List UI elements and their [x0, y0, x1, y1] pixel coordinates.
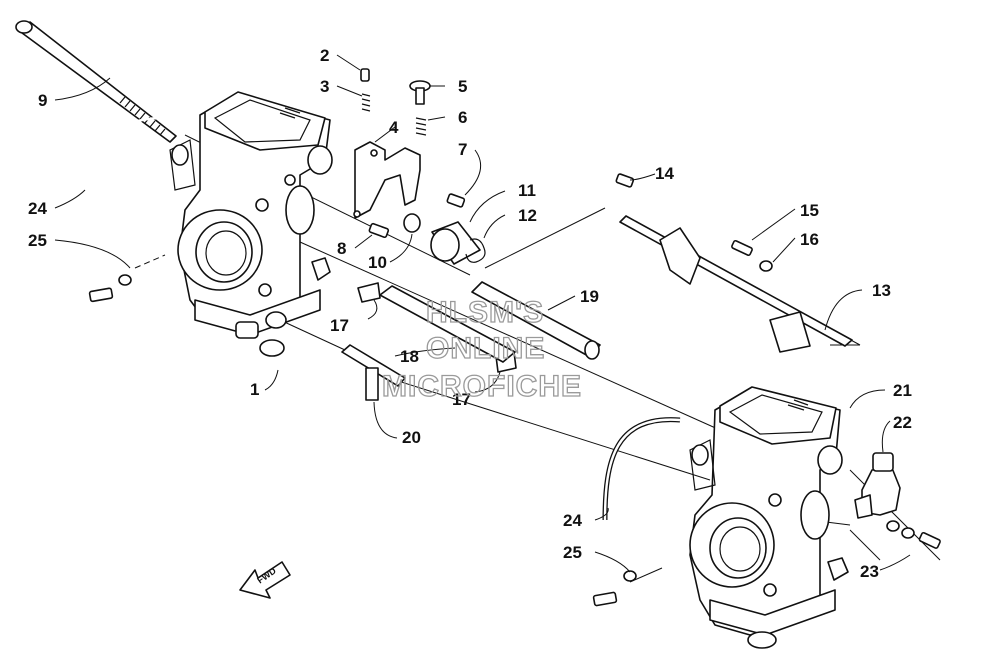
- callout-15: 15: [800, 201, 819, 220]
- roller-part-11: [430, 221, 481, 265]
- callout-14: 14: [655, 164, 674, 183]
- callout-17-lower: 17: [452, 390, 471, 409]
- screw-washers-part-23: [886, 520, 941, 549]
- watermark-line-2: ONLINE: [426, 332, 545, 365]
- vent-hose-left-part-24: [83, 116, 161, 211]
- forward-arrow-icon: FWD: [239, 561, 291, 599]
- spring-part-12: [465, 238, 486, 263]
- callout-10: 10: [368, 253, 387, 272]
- callout-1: 1: [250, 380, 259, 399]
- callout-9: 9: [38, 91, 47, 110]
- callout-25-right: 25: [563, 543, 582, 562]
- callout-16: 16: [800, 230, 819, 249]
- callout-13: 13: [872, 281, 891, 300]
- watermark-line-3: MICROFICHE: [382, 370, 582, 403]
- bushing-part-10: [403, 213, 421, 233]
- callout-23: 23: [860, 562, 879, 581]
- tube-part-19: [471, 281, 601, 360]
- spring-part-3: [361, 93, 371, 112]
- screw-part-7: [446, 193, 466, 208]
- callout-7: 7: [458, 140, 467, 159]
- callout-18: 18: [400, 347, 419, 366]
- small-screw-part-2: [360, 68, 370, 82]
- screw-part-25-right: [592, 570, 637, 607]
- leader-lines: [54, 54, 911, 573]
- callout-6: 6: [458, 108, 467, 127]
- callout-5: 5: [458, 77, 467, 96]
- callout-25-left: 25: [28, 231, 47, 250]
- throttle-shaft-part-13: [619, 215, 853, 353]
- callout-11: 11: [518, 181, 536, 200]
- callout-17-upper: 17: [330, 316, 349, 335]
- screw-part-15: [731, 240, 753, 256]
- callout-3: 3: [320, 77, 329, 96]
- washer-part-16: [759, 260, 773, 272]
- callout-19: 19: [580, 287, 599, 306]
- spring-part-6: [415, 117, 427, 136]
- screw-part-5: [409, 80, 431, 105]
- carburetor-right-part-21: [689, 386, 849, 649]
- callout-2: 2: [320, 46, 329, 65]
- callout-24-left: 24: [28, 199, 47, 218]
- callout-8: 8: [337, 239, 346, 258]
- screw-part-14: [615, 173, 635, 188]
- callout-21: 21: [893, 381, 912, 400]
- callout-20: 20: [402, 428, 421, 447]
- screw-part-8: [368, 222, 390, 239]
- callout-4: 4: [389, 118, 399, 137]
- callout-24-right: 24: [563, 511, 582, 530]
- carburetor-left-part-1: [169, 91, 333, 357]
- callout-12: 12: [518, 206, 537, 225]
- tee-fitting-part-20: [341, 344, 406, 401]
- throttle-sensor-part-22: [854, 452, 901, 519]
- tube-part-18: [379, 285, 516, 363]
- watermark: HLSM'S ONLINE MICROFICHE: [381, 295, 582, 403]
- bracket-part-4: [353, 141, 421, 219]
- callout-22: 22: [893, 413, 912, 432]
- clamp-part-17-left: [357, 282, 381, 303]
- watermark-line-1: HLSM'S: [426, 296, 544, 329]
- callout-labels: 1 2 3 4 5 6 7 8 9 10 11 12 13 14 15 16 1…: [28, 46, 912, 581]
- long-screw-part-9: [15, 20, 177, 143]
- vent-hose-right-part-24: [602, 417, 681, 521]
- screw-part-25-left: [88, 274, 132, 303]
